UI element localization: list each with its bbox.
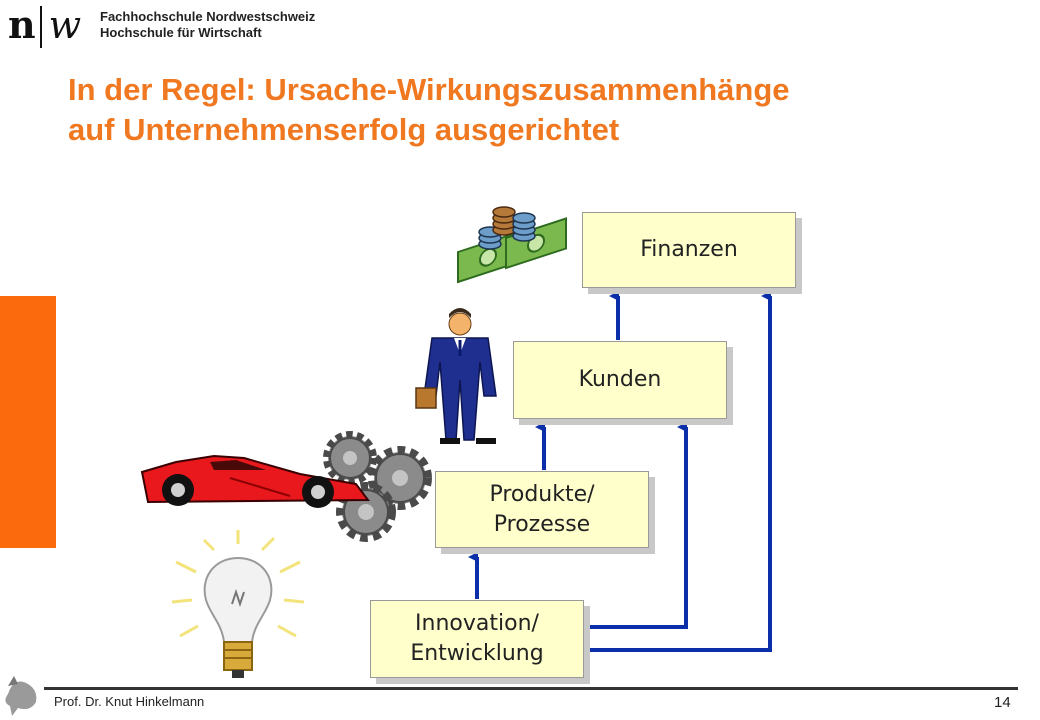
school-department: Hochschule für Wirtschaft <box>100 25 262 40</box>
box-innovation-entwicklung: Innovation/ Entwicklung <box>370 600 584 678</box>
title-line-2: auf Unternehmenserfolg ausgerichtet <box>68 112 620 147</box>
title-line-1: In der Regel: Ursache-Wirkungszusammenhä… <box>68 72 790 107</box>
footer-author: Prof. Dr. Knut Hinkelmann <box>54 694 205 709</box>
logo-letter-w: w <box>48 3 82 47</box>
school-name: Fachhochschule Nordwestschweiz <box>100 9 316 24</box>
page-title: In der Regel: Ursache-Wirkungszusammenhä… <box>68 70 1018 150</box>
car-icon <box>140 454 370 508</box>
box-finanzen: Finanzen <box>582 212 796 288</box>
box-produkte-prozesse: Produkte/ Prozesse <box>435 471 649 548</box>
side-accent-bar <box>0 296 56 548</box>
logo-letter-n: n <box>8 2 36 47</box>
arrow-innovation-to-finanzen <box>582 291 772 652</box>
logo-divider <box>40 6 42 48</box>
rooster-icon <box>5 676 37 716</box>
box-kunden: Kunden <box>513 341 727 419</box>
lightbulb-icon <box>171 530 305 678</box>
arrow-innovation-to-kunden <box>582 422 688 629</box>
money-icon <box>457 206 567 284</box>
footer-divider <box>44 687 1018 690</box>
page-number: 14 <box>994 694 1011 711</box>
businessman-icon <box>415 308 497 444</box>
gears-icon <box>323 431 432 542</box>
